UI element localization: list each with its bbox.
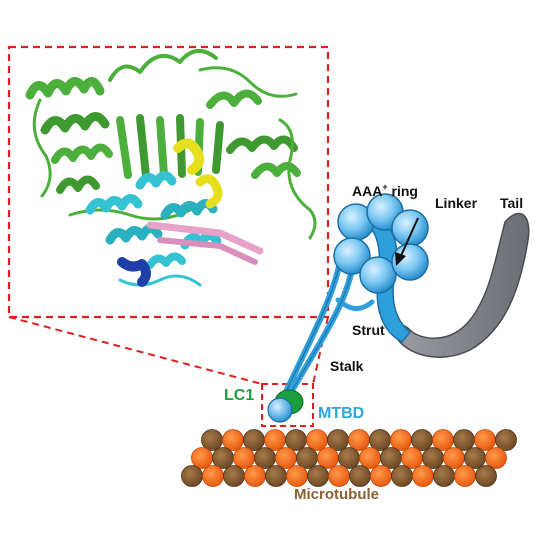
beta-tubulin-subunit <box>348 429 370 451</box>
alpha-tubulin-subunit <box>201 429 223 451</box>
alpha-tubulin-subunit <box>307 465 329 487</box>
aaa-domain-sphere <box>391 243 429 281</box>
aaa-domain-sphere <box>359 256 397 294</box>
stalk-label: Stalk <box>330 358 364 374</box>
alpha-tubulin-subunit <box>338 447 360 469</box>
linker-label: Linker <box>435 195 478 211</box>
alpha-tubulin-subunit <box>453 429 475 451</box>
beta-tubulin-subunit <box>412 465 434 487</box>
mtbd-domain <box>267 397 293 423</box>
beta-tubulin-subunit <box>264 429 286 451</box>
alpha-tubulin-subunit <box>411 429 433 451</box>
beta-tubulin-subunit <box>222 429 244 451</box>
beta-tubulin-subunit <box>191 447 213 469</box>
beta-tubulin-subunit <box>390 429 412 451</box>
dynein-stalk <box>283 259 375 397</box>
beta-tubulin-subunit <box>401 447 423 469</box>
beta-tubulin-subunit <box>233 447 255 469</box>
beta-tubulin-subunit <box>244 465 266 487</box>
zoom-box <box>7 45 330 319</box>
microtubule <box>181 429 517 487</box>
beta-tubulin-subunit <box>432 429 454 451</box>
mtbd-label: MTBD <box>318 405 364 422</box>
alpha-tubulin-subunit <box>475 465 497 487</box>
aaa-domain-sphere <box>333 237 371 275</box>
beta-tubulin-subunit <box>359 447 381 469</box>
alpha-tubulin-subunit <box>380 447 402 469</box>
beta-tubulin-subunit <box>485 447 507 469</box>
beta-tubulin-subunit <box>306 429 328 451</box>
beta-tubulin-subunit <box>286 465 308 487</box>
alpha-tubulin-subunit <box>349 465 371 487</box>
alpha-tubulin-subunit <box>181 465 203 487</box>
microtubule-label: Microtubule <box>294 486 379 503</box>
alpha-tubulin-subunit <box>327 429 349 451</box>
alpha-tubulin-subunit <box>212 447 234 469</box>
strut-label: Strut <box>352 322 385 338</box>
beta-tubulin-subunit <box>370 465 392 487</box>
beta-tubulin-subunit <box>443 447 465 469</box>
aaa-ring-label: AAA+ ring <box>352 182 418 199</box>
alpha-tubulin-subunit <box>369 429 391 451</box>
alpha-tubulin-subunit <box>254 447 276 469</box>
beta-tubulin-subunit <box>454 465 476 487</box>
alpha-tubulin-subunit <box>265 465 287 487</box>
lc1-label: LC1 <box>224 387 254 404</box>
beta-tubulin-subunit <box>317 447 339 469</box>
protein-ribbon-structure <box>25 49 317 287</box>
beta-tubulin-subunit <box>328 465 350 487</box>
alpha-tubulin-subunit <box>296 447 318 469</box>
beta-tubulin-subunit <box>474 429 496 451</box>
alpha-tubulin-subunit <box>391 465 413 487</box>
alpha-tubulin-subunit <box>422 447 444 469</box>
alpha-tubulin-subunit <box>285 429 307 451</box>
alpha-tubulin-subunit <box>433 465 455 487</box>
alpha-tubulin-subunit <box>495 429 517 451</box>
alpha-tubulin-subunit <box>464 447 486 469</box>
linker-pointer-arrow <box>399 217 419 259</box>
alpha-tubulin-subunit <box>243 429 265 451</box>
callout-line-top <box>8 316 263 385</box>
beta-tubulin-subunit <box>275 447 297 469</box>
linker-arrowhead <box>395 252 406 266</box>
aaa-ring <box>333 193 429 294</box>
alpha-tubulin-subunit <box>223 465 245 487</box>
tail-label: Tail <box>500 195 523 211</box>
aaa-domain-sphere <box>391 209 429 247</box>
beta-tubulin-subunit <box>202 465 224 487</box>
